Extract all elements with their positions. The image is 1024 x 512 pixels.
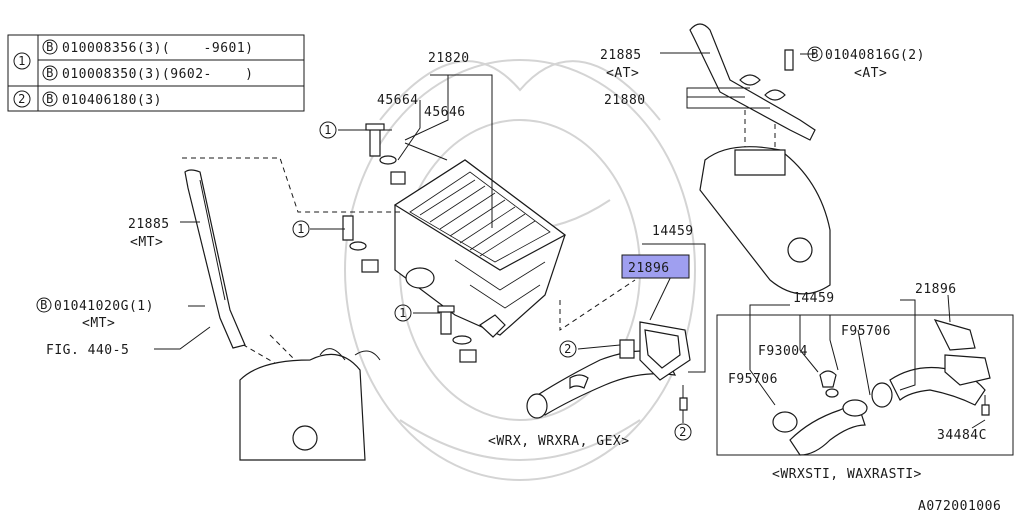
label-45664: 45664	[377, 93, 419, 108]
label-f95706-b: F95706	[841, 324, 891, 339]
label-f93004: F93004	[758, 344, 808, 359]
legend-row-2: 010008350(3)(9602- )	[62, 67, 254, 82]
sti-inset	[716, 314, 1014, 456]
drawing-number: A072001006	[918, 499, 1001, 512]
transmission-housing	[239, 348, 381, 461]
callout-2b: 2	[679, 425, 687, 439]
label-at-1: <AT>	[606, 66, 639, 81]
legend-row-3: 010406180(3)	[62, 93, 162, 108]
label-34484c: 34484C	[937, 428, 987, 443]
duct-mt	[184, 169, 246, 349]
intercooler	[393, 159, 567, 338]
callout-1a: 1	[324, 123, 332, 137]
label-variant-sti: <WRXSTI, WAXRASTI>	[772, 467, 922, 482]
label-14459-b: 14459	[793, 291, 835, 306]
label-21820: 21820	[428, 51, 470, 66]
callouts: 1 1 1 2 2	[292, 121, 692, 441]
legend-table: 1 2 B 010008356(3)( -9601) B 010008350(3…	[7, 34, 305, 112]
label-21885-at: 21885	[600, 48, 642, 63]
badge-b-at: B	[811, 47, 819, 61]
legend-badge-2: B	[46, 66, 54, 80]
label-21896-a[interactable]: 21896	[628, 261, 670, 276]
hose-wrx	[526, 321, 691, 419]
mount-bolts	[342, 123, 477, 363]
part-labels: 21820 45664 45646 21885 <AT> 21880 B 010…	[36, 46, 1001, 512]
engine-cover	[699, 146, 831, 295]
label-14459-a: 14459	[652, 224, 694, 239]
label-f95706-a: F95706	[728, 372, 778, 387]
highlight-21896[interactable]	[621, 254, 690, 279]
at-pipe	[689, 23, 816, 141]
label-21880: 21880	[604, 93, 646, 108]
callout-1c: 1	[399, 306, 407, 320]
hose-sti	[772, 319, 991, 456]
label-mt-2: <MT>	[82, 316, 115, 331]
leader-lines	[154, 52, 986, 429]
label-at-2: <AT>	[854, 66, 887, 81]
legend-badge-1: B	[46, 40, 54, 54]
legend-key-2: 2	[18, 92, 26, 106]
callout-2a: 2	[564, 342, 572, 356]
badge-b-mt: B	[40, 298, 48, 312]
label-bolt-at: 01040816G(2)	[825, 48, 925, 63]
legend-badge-3: B	[46, 92, 54, 106]
legend-key-1: 1	[18, 54, 26, 68]
label-mt-1: <MT>	[130, 235, 163, 250]
callout-1b: 1	[297, 222, 305, 236]
label-21896-b: 21896	[915, 282, 957, 297]
label-bolt-mt: 01041020G(1)	[54, 299, 154, 314]
label-fig: FIG. 440-5	[46, 343, 129, 358]
label-21885-mt: 21885	[128, 217, 170, 232]
legend-row-1: 010008356(3)( -9601)	[62, 41, 254, 56]
label-45646: 45646	[424, 105, 466, 120]
label-variant-wrx: <WRX, WRXRA, GEX>	[488, 434, 630, 449]
